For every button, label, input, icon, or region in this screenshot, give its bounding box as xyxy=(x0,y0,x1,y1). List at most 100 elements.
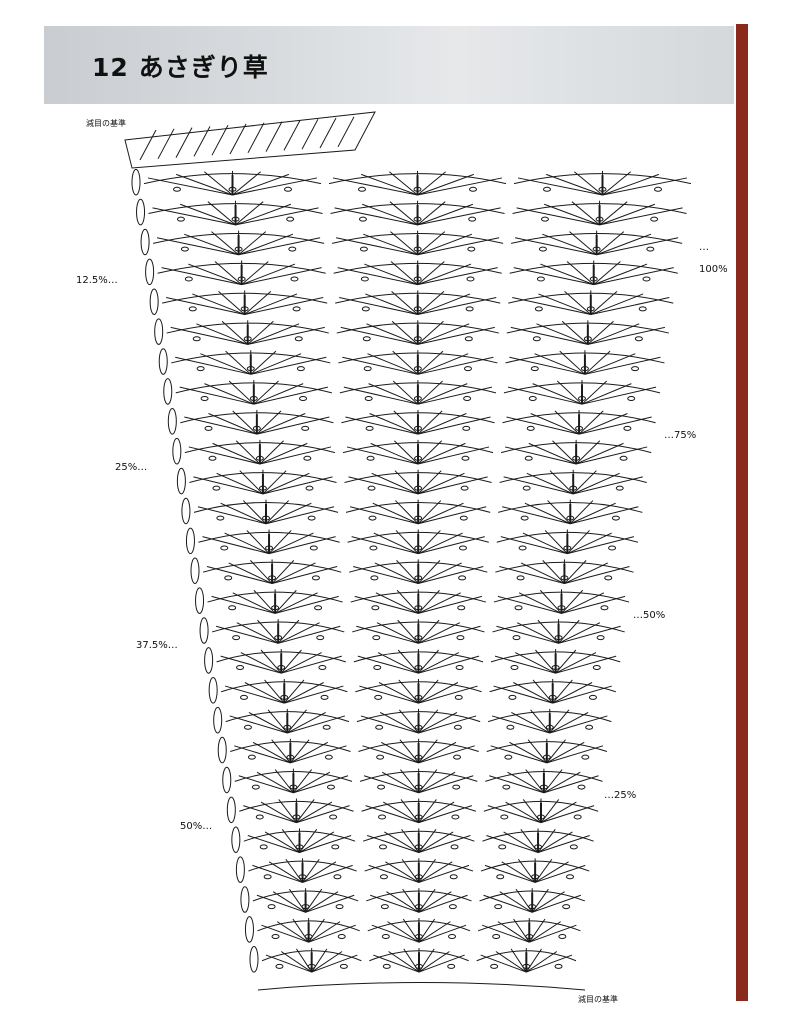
side-bar xyxy=(736,24,748,1001)
fan-spoke xyxy=(349,506,419,525)
fan-spoke xyxy=(393,410,419,435)
strip-spoke xyxy=(193,126,211,157)
chain-loop xyxy=(638,306,647,312)
fan-spoke xyxy=(590,293,644,315)
chain-loop xyxy=(376,754,385,760)
fan-spoke xyxy=(175,173,233,196)
fan-spoke xyxy=(569,500,594,525)
chain-loop xyxy=(358,186,366,192)
chain-loop xyxy=(243,724,252,730)
fan-spoke xyxy=(417,440,443,465)
fan-spoke xyxy=(278,799,297,823)
fan-spoke xyxy=(417,207,501,226)
chain-loop xyxy=(646,246,655,252)
chain-loop xyxy=(522,963,531,969)
fan-spoke xyxy=(299,831,335,853)
chain-loop xyxy=(414,605,423,611)
chain-loop xyxy=(268,575,277,581)
fan-spoke xyxy=(225,350,252,375)
chain-loop xyxy=(413,396,422,402)
fan-spoke xyxy=(417,267,498,286)
fan-spoke xyxy=(544,530,568,554)
fan-spoke xyxy=(418,506,487,525)
fan-spoke xyxy=(392,380,419,405)
chain-loop xyxy=(462,425,471,431)
fan-spoke xyxy=(370,442,419,465)
fan-spoke xyxy=(260,801,297,824)
fan-spoke xyxy=(246,530,270,554)
chain-loop xyxy=(414,784,423,790)
chain-loop xyxy=(585,724,594,730)
chain-loop xyxy=(307,515,316,521)
chain-loop xyxy=(496,874,505,880)
edge-chain xyxy=(163,378,173,405)
fan-spoke xyxy=(561,320,589,345)
chain-loop xyxy=(239,694,248,700)
chain-loop xyxy=(371,605,380,611)
chain-loop xyxy=(450,844,459,850)
edge-chain xyxy=(222,766,232,794)
fan-spoke xyxy=(345,416,419,435)
fan-spoke xyxy=(543,771,581,794)
fan-spoke xyxy=(516,207,600,226)
fan-spoke xyxy=(272,891,306,913)
chain-loop xyxy=(289,784,298,790)
fan-spoke xyxy=(417,532,463,555)
edge-chain xyxy=(154,318,164,345)
fan-spoke xyxy=(540,801,577,824)
chain-loop xyxy=(296,366,305,372)
chain-loop xyxy=(255,814,264,820)
fan-spoke xyxy=(576,446,648,465)
chain-loop xyxy=(414,934,423,940)
fan-spoke xyxy=(311,951,343,973)
chain-loop xyxy=(536,814,545,820)
chain-loop xyxy=(455,665,464,671)
fan-spoke xyxy=(280,649,302,674)
chain-loop xyxy=(520,515,529,521)
fan-spoke xyxy=(264,831,300,853)
fan-spoke xyxy=(284,682,324,704)
fan-spoke xyxy=(417,350,444,375)
chain-loop xyxy=(502,784,511,790)
fan-spoke xyxy=(509,356,586,375)
fan-spoke xyxy=(238,237,321,256)
chain-loop xyxy=(558,934,567,940)
chain-loop xyxy=(451,814,460,820)
fan-spoke xyxy=(561,589,584,614)
chain-loop xyxy=(500,814,509,820)
fan-spoke xyxy=(572,470,597,495)
fan-spoke xyxy=(241,261,269,286)
fan-spoke xyxy=(418,771,456,794)
fan-spoke xyxy=(353,566,419,585)
fan-spoke xyxy=(260,649,282,674)
bottom-reference-note: 減目の基準 xyxy=(578,995,618,1004)
fan-spoke xyxy=(332,177,418,196)
pattern-name: あさぎり草 xyxy=(138,53,269,82)
fan-spoke xyxy=(596,231,625,256)
fan-spoke xyxy=(593,267,674,286)
fan-spoke xyxy=(418,775,474,794)
chain-loop xyxy=(280,694,289,700)
chain-loop xyxy=(192,336,201,342)
fan-spoke xyxy=(417,203,474,226)
fan-spoke xyxy=(302,864,353,883)
fan-spoke xyxy=(528,918,546,943)
fan-spoke xyxy=(500,536,568,555)
fan-spoke xyxy=(530,413,580,435)
fan-spoke xyxy=(418,829,437,853)
edge-chain xyxy=(136,198,146,226)
chain-loop xyxy=(369,545,378,551)
fan-spoke xyxy=(387,921,420,943)
strip-spoke xyxy=(337,116,355,148)
right-label-75: …75% xyxy=(664,430,697,441)
chain-loop xyxy=(563,545,572,551)
fan-spoke xyxy=(271,560,295,584)
fan-spoke xyxy=(558,622,601,644)
fan-spoke xyxy=(417,502,464,525)
fan-spoke xyxy=(212,442,261,465)
chain-loop xyxy=(631,366,640,372)
fan-spoke xyxy=(495,951,527,973)
fan-spoke xyxy=(526,951,558,973)
chain-loop xyxy=(301,904,310,910)
